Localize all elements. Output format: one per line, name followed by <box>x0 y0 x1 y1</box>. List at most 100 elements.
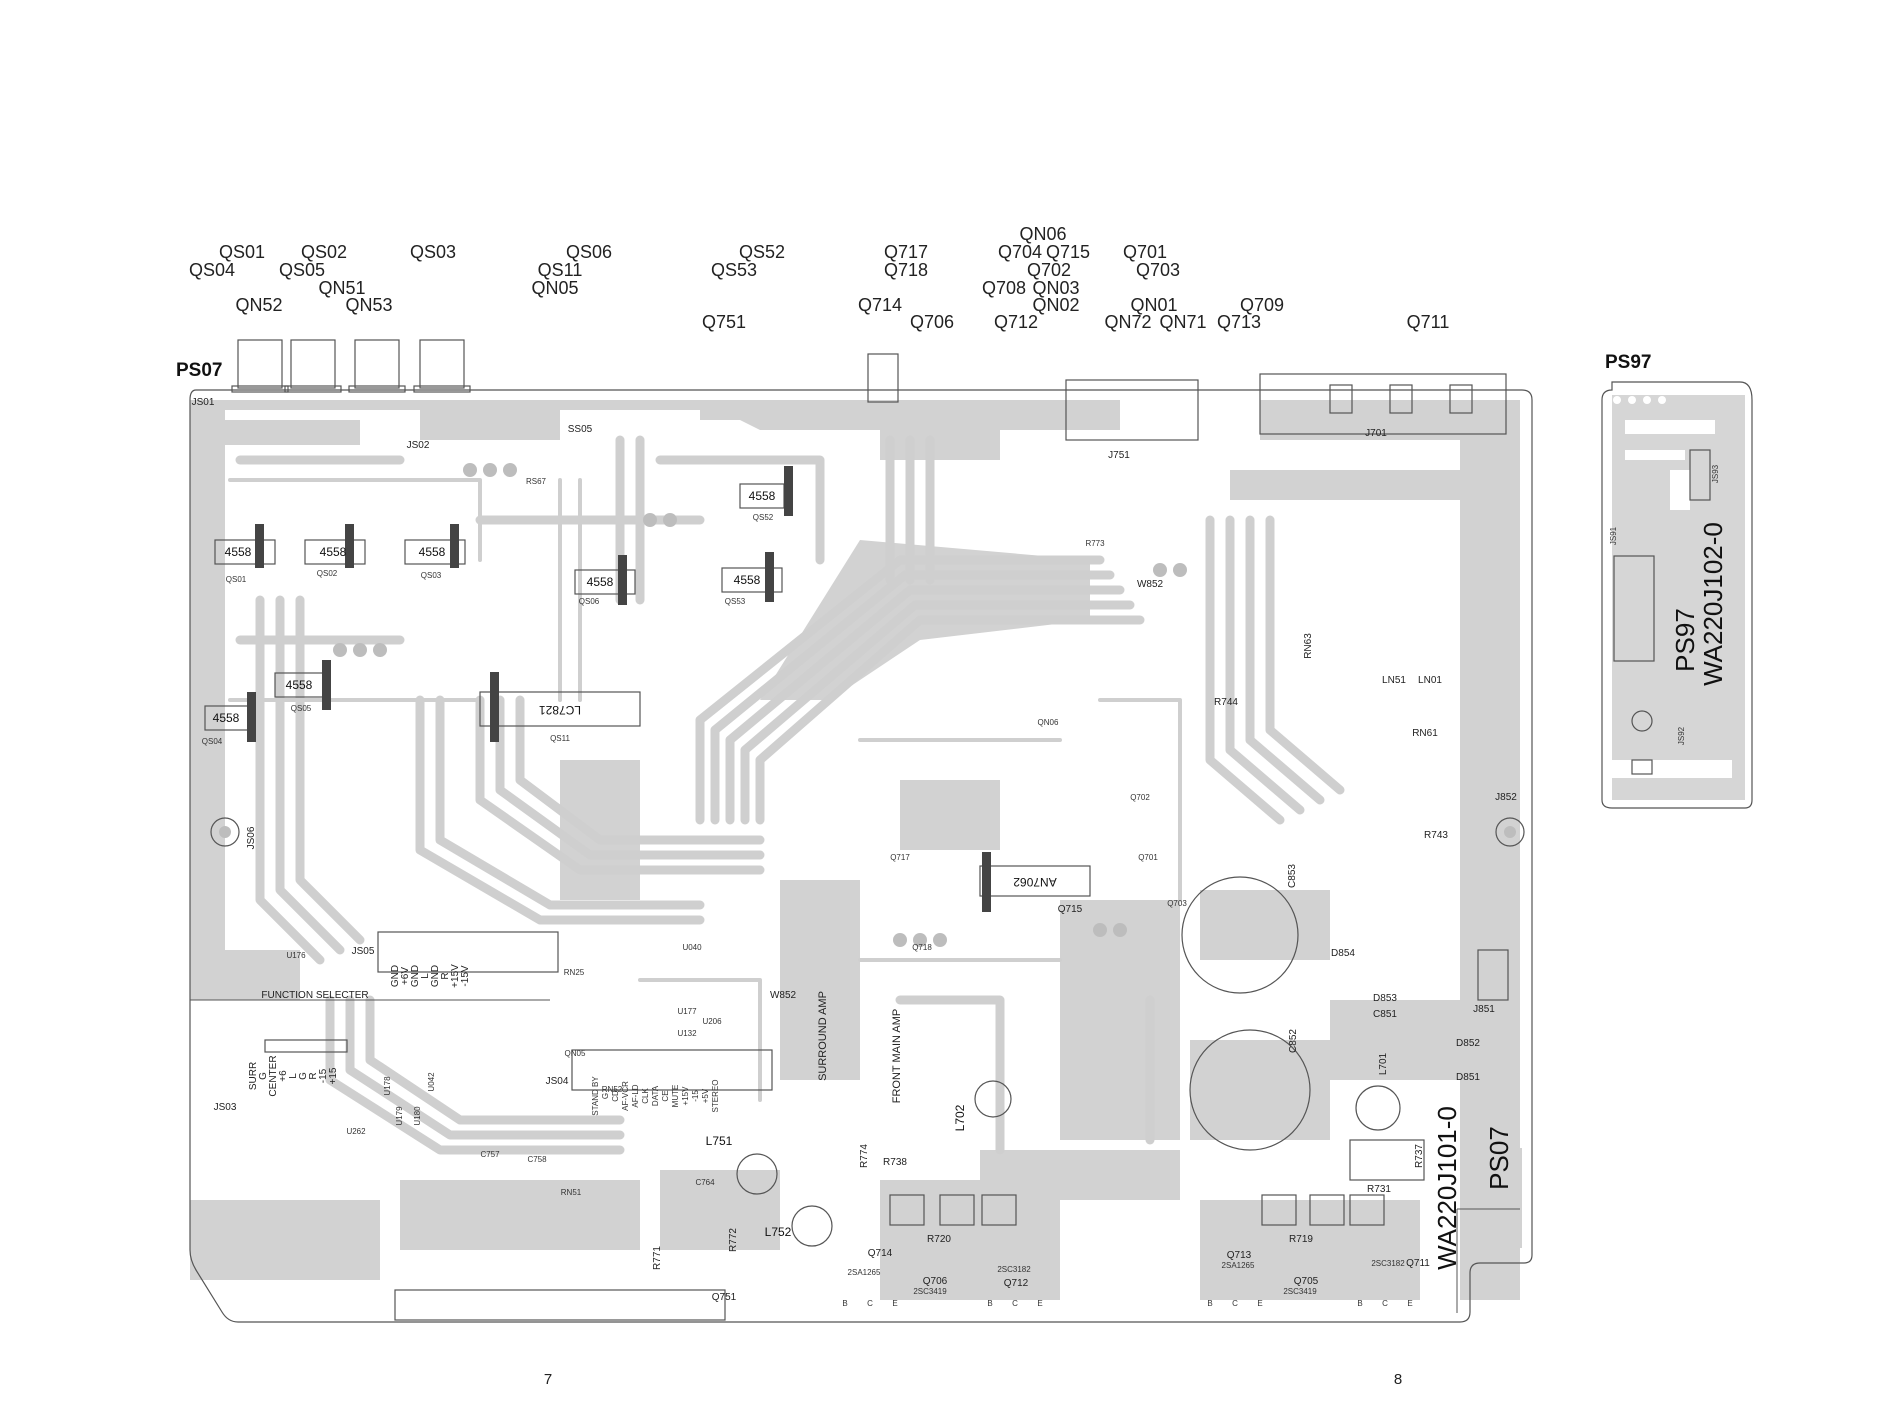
part-label: Q703 <box>1167 899 1187 908</box>
connector-js92: JS92 <box>1677 726 1686 745</box>
part-label: LN01 <box>1418 675 1442 686</box>
pin-label: G <box>601 1093 610 1099</box>
connector-j751: J751 <box>1108 450 1130 461</box>
pin-label: G <box>298 1072 309 1080</box>
part-label: W852 <box>770 990 797 1001</box>
ref-label: QN05 <box>531 278 578 298</box>
ref-label: QN03 <box>1032 278 1079 298</box>
ic-4558: 4558 <box>587 575 614 589</box>
pin-letter: E <box>892 1299 897 1308</box>
transistor-type: 2SC3182 <box>1371 1259 1405 1268</box>
part-label: Q715 <box>1058 904 1083 915</box>
ref-label: QS05 <box>279 260 325 280</box>
ref-label: Q703 <box>1136 260 1180 280</box>
part-label: R772 <box>728 1228 739 1252</box>
part-label: D853 <box>1373 993 1397 1004</box>
part-label: QS11 <box>550 734 570 743</box>
part-label: U180 <box>413 1106 422 1126</box>
pin-label: GND <box>430 965 441 987</box>
large-components <box>210 817 1525 1247</box>
connector-js05: JS05 <box>352 946 375 957</box>
pin-label: STEREO <box>711 1080 720 1113</box>
pin-label: +6 <box>278 1070 289 1082</box>
pin-letter: C <box>1012 1299 1018 1308</box>
pin-label: L <box>420 973 431 979</box>
part-label: U262 <box>346 1127 366 1136</box>
pin-letter: C <box>1382 1299 1388 1308</box>
top-reference-labels: QS01 QS02 QS03 QS06 QS52 Q717 QN06 Q704 … <box>189 224 1449 332</box>
pin-letter: E <box>1257 1299 1262 1308</box>
pin-label: AF-VCR <box>621 1081 630 1111</box>
pin-letter: E <box>1037 1299 1042 1308</box>
js05-pin-labels: GND +6V GND L GND R +15V -15V <box>390 964 471 988</box>
ref-label: QS06 <box>566 242 612 262</box>
page-number-left: 7 <box>544 1371 552 1388</box>
main-board: 4558 4558 4558 4558 4558 4558 4558 4558 … <box>189 339 1533 1323</box>
pin-label: +15 <box>328 1067 339 1084</box>
ic-4558: 4558 <box>320 545 347 559</box>
part-label: C757 <box>480 1150 500 1159</box>
part-label: QN05 <box>565 1049 586 1058</box>
part-label: QS52 <box>753 513 774 522</box>
pin-label: -15 <box>691 1090 700 1102</box>
part-label: QS02 <box>317 569 338 578</box>
part-label: D854 <box>1331 948 1355 959</box>
solder-pads <box>333 463 1187 947</box>
front-main-amp-label: FRONT MAIN AMP <box>891 1009 903 1104</box>
connector-js03: JS03 <box>214 1102 237 1113</box>
part-label: D851 <box>1456 1072 1480 1083</box>
pin-letter: B <box>1357 1299 1362 1308</box>
connector-j701: J701 <box>1365 428 1387 439</box>
pin-letter: C <box>867 1299 873 1308</box>
part-label: Q702 <box>1130 793 1150 802</box>
transistor-ref: Q705 <box>1294 1276 1319 1287</box>
ic-4558: 4558 <box>734 573 761 587</box>
part-label: RN63 <box>1303 633 1314 659</box>
output-transistors: Q714 2SA1265 Q706 2SC3419 2SC3182 Q712 Q… <box>394 1194 1430 1321</box>
connector-js01: JS01 <box>192 397 215 408</box>
ref-label: QS03 <box>410 242 456 262</box>
board-name-ps07: PS07 <box>176 360 222 381</box>
part-label: R743 <box>1424 830 1448 841</box>
ref-label: Q701 <box>1123 242 1167 262</box>
part-label: RN51 <box>561 1188 582 1197</box>
ref-label: QS01 <box>219 242 265 262</box>
connector-js02: JS02 <box>407 440 430 451</box>
pin-label: CENTER <box>268 1055 279 1096</box>
part-label: C852 <box>1288 1029 1299 1053</box>
main-board-side-label: PS07 <box>1484 1126 1514 1190</box>
part-label: D852 <box>1456 1038 1480 1049</box>
ic-4558: 4558 <box>419 545 446 559</box>
ref-label: QS53 <box>711 260 757 280</box>
pin-label: L <box>288 1073 299 1079</box>
part-label: R731 <box>1367 1184 1391 1195</box>
ref-label: Q751 <box>702 312 746 332</box>
part-label: R719 <box>1289 1234 1313 1245</box>
ic-4558: 4558 <box>286 678 313 692</box>
part-label: RN61 <box>1412 728 1438 739</box>
ref-label: QN72 <box>1104 312 1151 332</box>
pin-label: CLK <box>641 1088 650 1104</box>
ref-label: Q711 <box>1407 312 1450 332</box>
pin-label: +6V <box>400 967 411 985</box>
ref-label: Q702 <box>1027 260 1071 280</box>
surround-amp-label: SURROUND AMP <box>817 991 829 1081</box>
transistor-type: 2SC3182 <box>997 1265 1031 1274</box>
ref-label: QS11 <box>538 260 583 280</box>
transistor-type: 2SA1265 <box>1222 1261 1255 1270</box>
ic-packages: 4558 4558 4558 4558 4558 4558 4558 4558 … <box>204 466 1425 1181</box>
part-label: RN52 <box>602 1085 623 1094</box>
ref-label: Q718 <box>884 260 928 280</box>
function-selecter-label: FUNCTION SELECTER <box>261 990 368 1001</box>
pin-label: AF-LD <box>631 1084 640 1107</box>
connector-js91: JS91 <box>1609 526 1618 545</box>
ref-label: Q708 <box>982 278 1026 298</box>
ref-label: QN53 <box>345 295 392 315</box>
board-name-ps97: PS97 <box>1605 352 1651 373</box>
transistor-type: 2SC3419 <box>913 1287 947 1296</box>
transistor-ref: Q751 <box>712 1292 737 1303</box>
pin-label: CE <box>661 1090 670 1101</box>
part-label: R771 <box>652 1246 663 1270</box>
ref-label: Q713 <box>1217 312 1261 332</box>
part-label: RS67 <box>526 477 547 486</box>
